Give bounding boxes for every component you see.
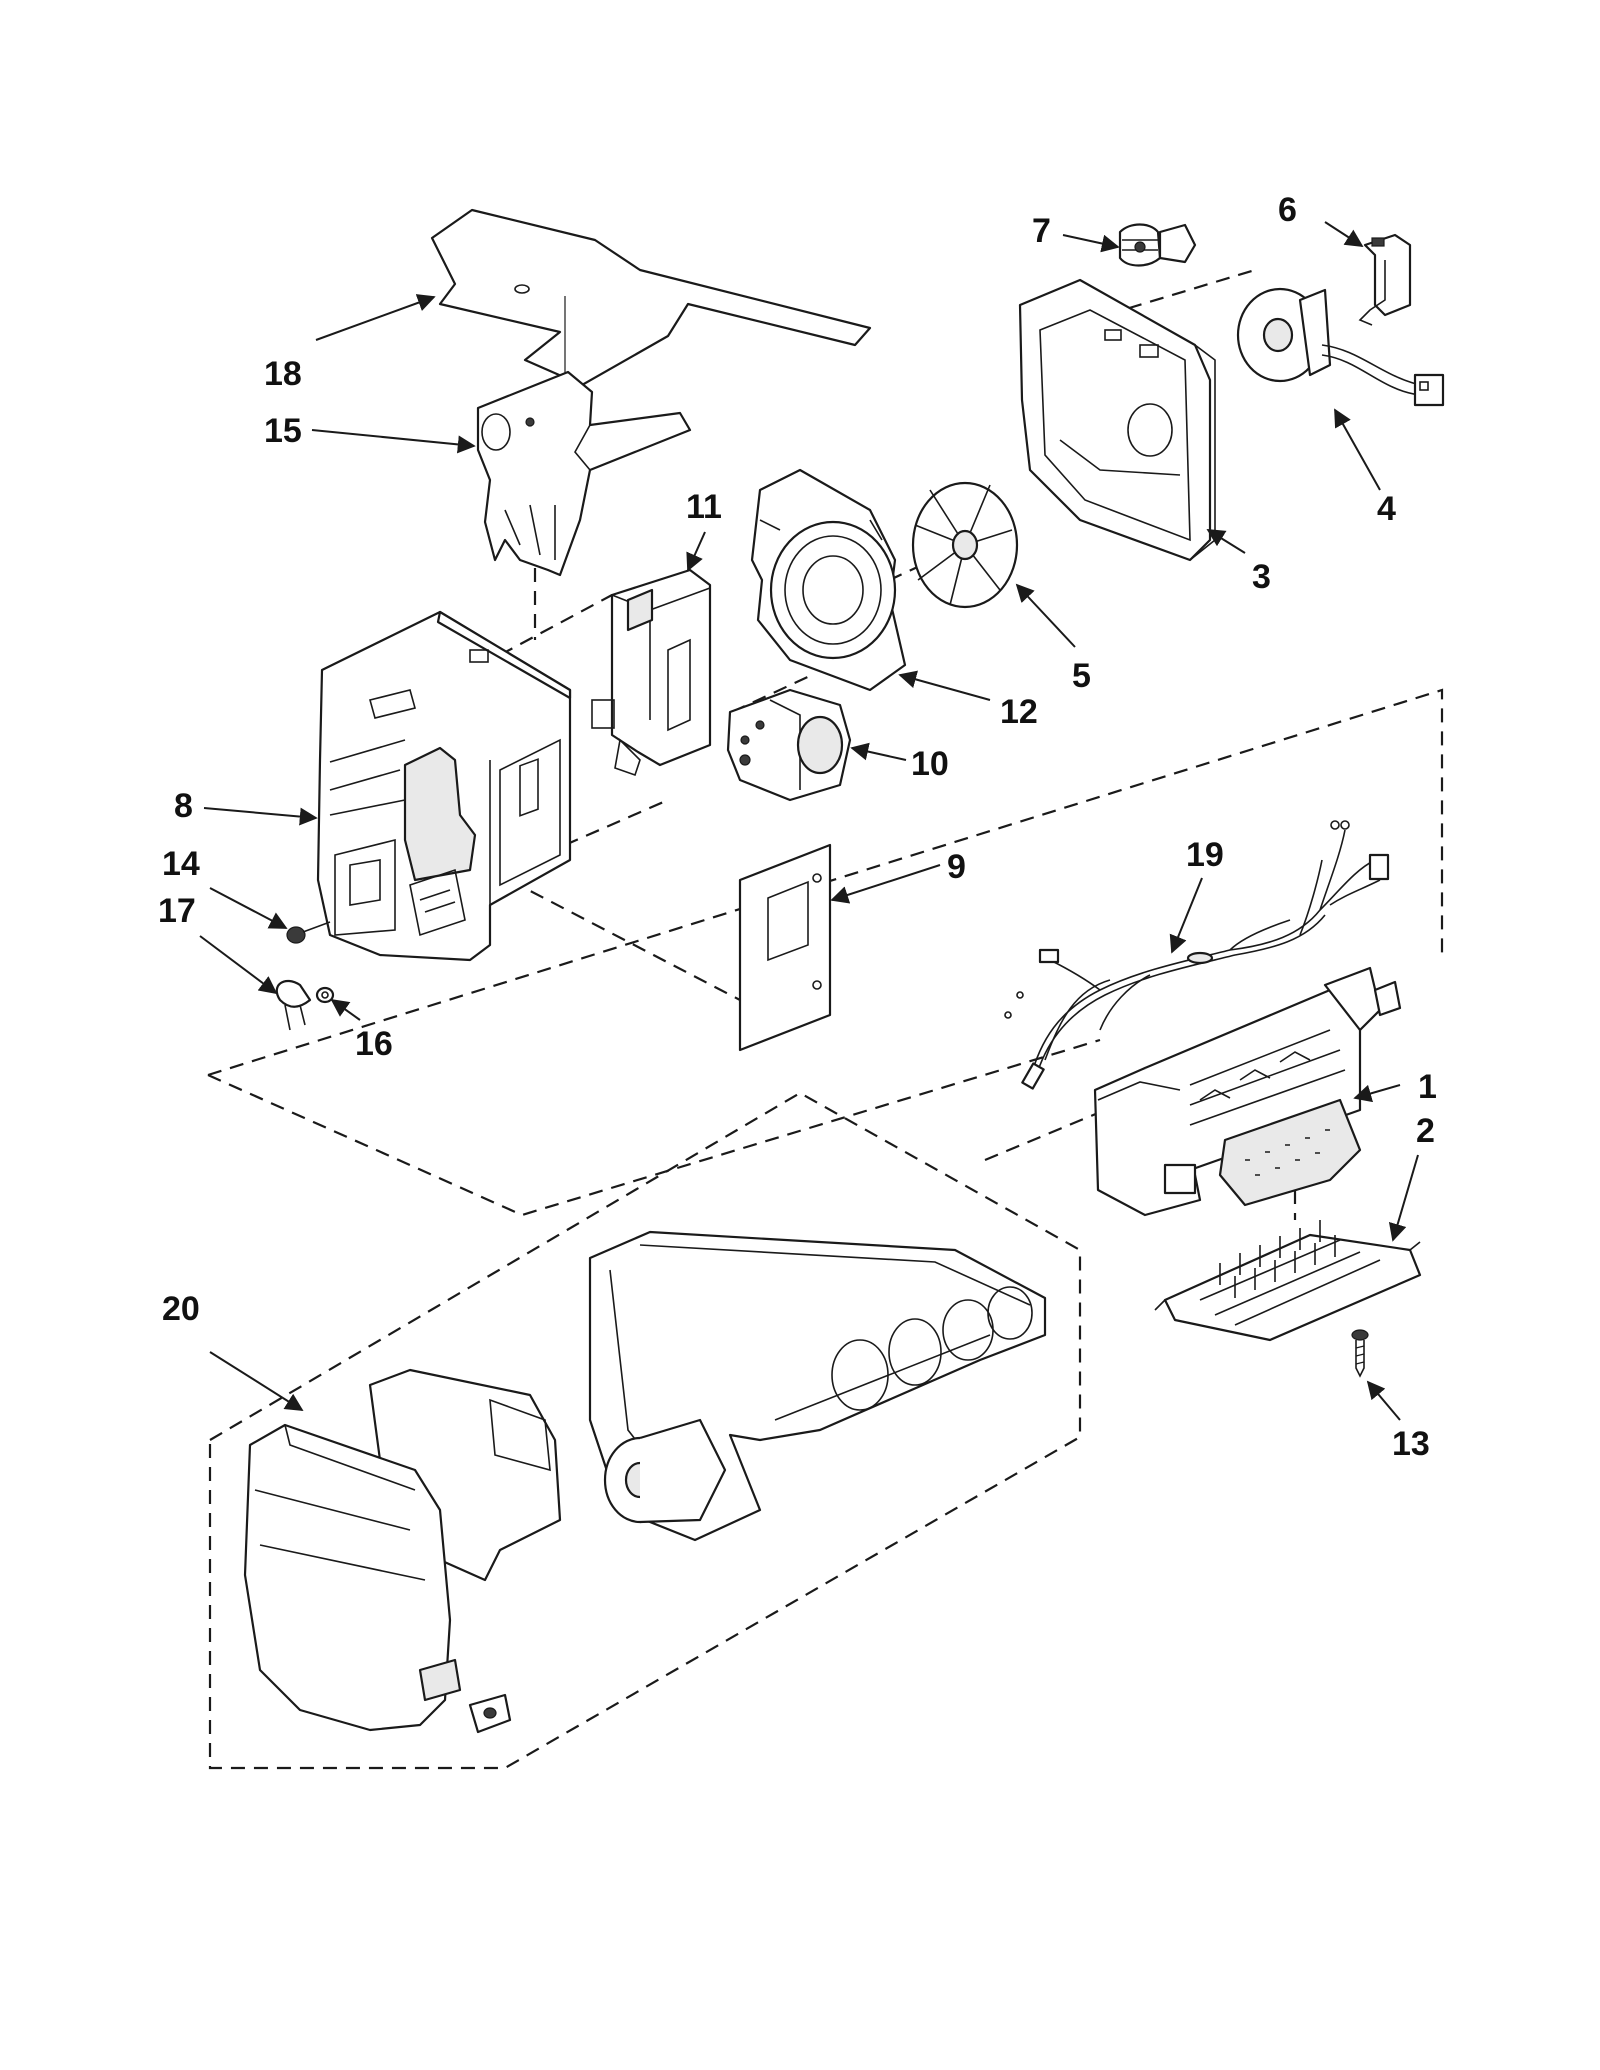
callout-10: 10 <box>911 745 949 783</box>
callout-14: 14 <box>162 845 200 883</box>
callout-15: 15 <box>264 412 302 450</box>
assembly-outline-main <box>207 688 1444 1217</box>
part-9-gasket <box>738 843 832 1052</box>
part-6-bracket <box>1358 233 1412 326</box>
part-14-screw <box>286 921 331 944</box>
part-4-fan-motor <box>1236 287 1445 407</box>
callout-3: 3 <box>1252 558 1271 596</box>
callout-5: 5 <box>1072 657 1091 695</box>
callout-19: 19 <box>1186 836 1224 874</box>
part-10-drive-motor <box>726 688 852 802</box>
callout-20: 20 <box>162 1290 200 1328</box>
part-20-ice-bucket <box>243 1230 1047 1734</box>
callout-12: 12 <box>1000 693 1038 731</box>
callout-8: 8 <box>174 787 193 825</box>
callout-1: 1 <box>1418 1068 1437 1106</box>
callout-6: 6 <box>1278 191 1297 229</box>
callout-leaders <box>199 221 1419 1421</box>
part-2-ejector <box>1154 1220 1422 1342</box>
part-3-fan-housing <box>1018 278 1216 562</box>
callout-18: 18 <box>264 355 302 393</box>
callout-4: 4 <box>1377 490 1396 528</box>
part-15-ice-chute-duct <box>476 370 692 577</box>
callout-7: 7 <box>1032 212 1051 250</box>
part-13-screw <box>1351 1329 1369 1378</box>
part-8-icemaker-housing <box>316 610 572 962</box>
callout-13: 13 <box>1392 1425 1430 1463</box>
callout-2: 2 <box>1416 1112 1435 1150</box>
callout-17: 17 <box>158 892 196 930</box>
callout-16: 16 <box>355 1025 393 1063</box>
part-1-icemaker <box>1093 966 1402 1217</box>
part-16-washer <box>315 986 335 1004</box>
callout-labels: 1 2 3 4 5 6 7 8 9 10 11 12 13 14 15 16 1… <box>158 191 1437 1463</box>
callout-9: 9 <box>947 848 966 886</box>
part-17-clip <box>275 979 312 1031</box>
part-12-fan-shroud <box>750 468 907 692</box>
part-11-switch-module <box>591 568 712 777</box>
part-7-thermostat <box>1118 223 1197 267</box>
callout-11: 11 <box>686 488 722 526</box>
part-5-fan-blade <box>911 481 1019 609</box>
part-19-wire-harness <box>1004 820 1390 1090</box>
assembly-outline-bucket <box>208 1091 1082 1770</box>
